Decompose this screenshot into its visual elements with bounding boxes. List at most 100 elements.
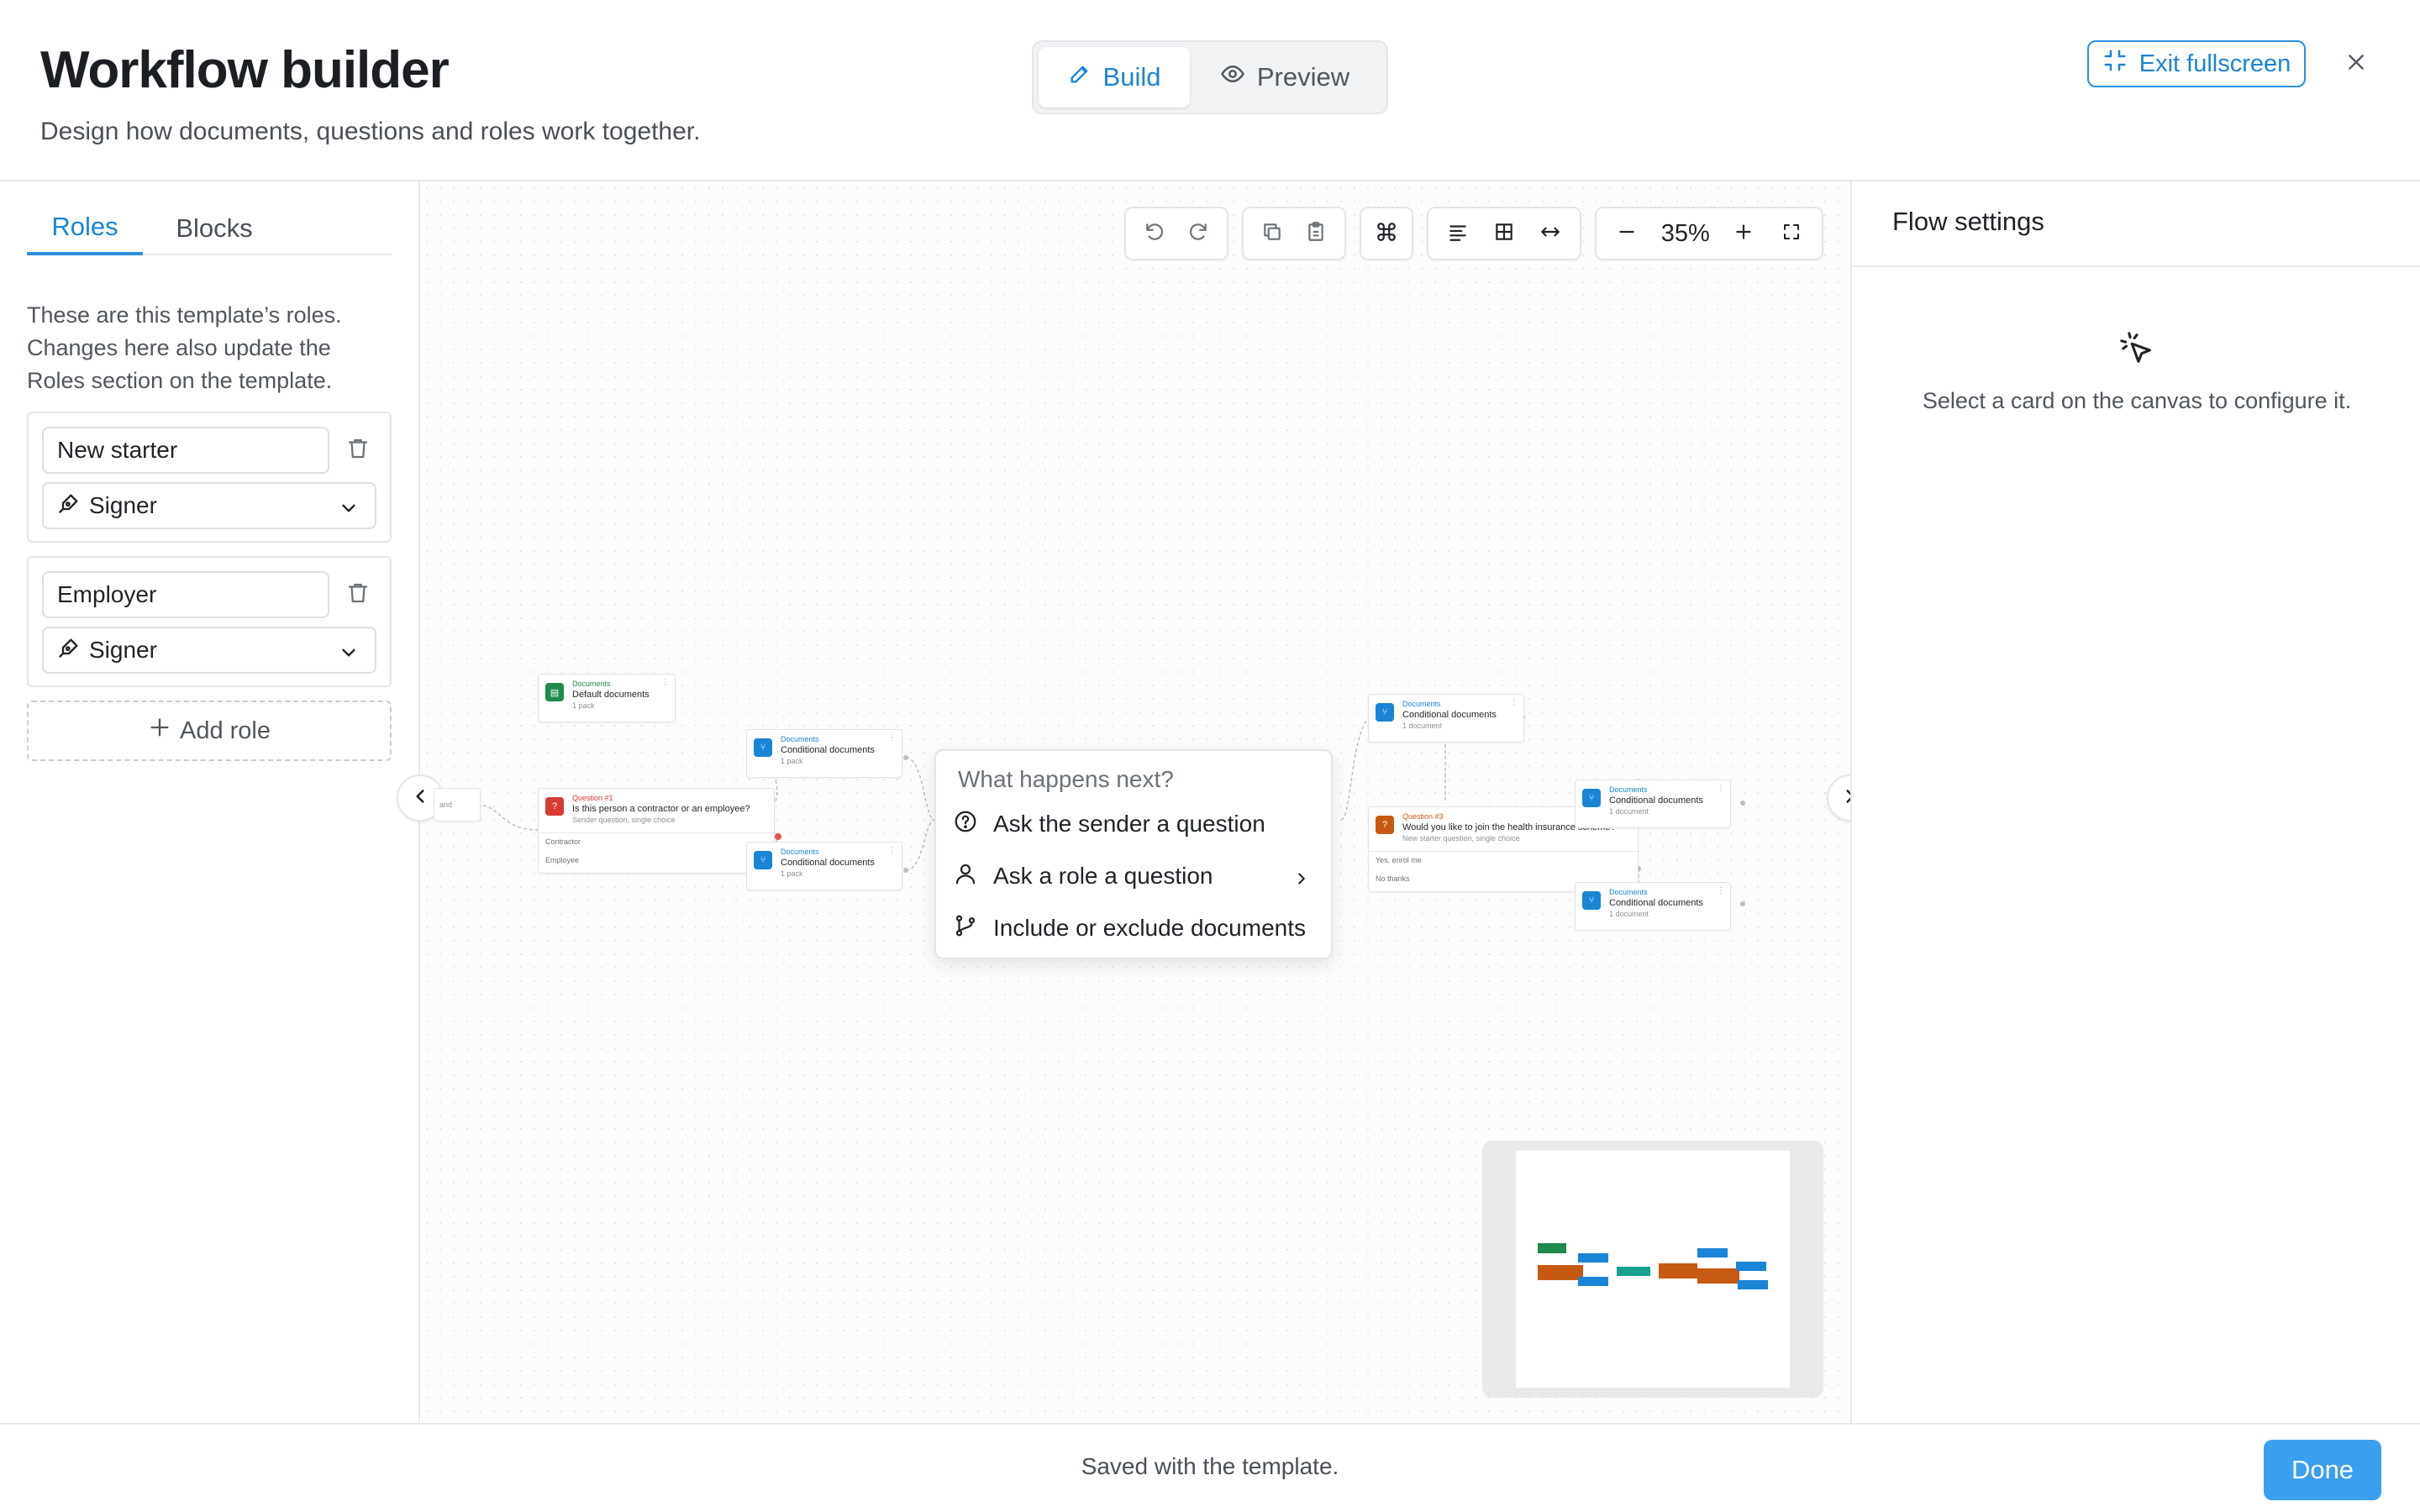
node-subtitle: 1 pack: [781, 869, 803, 878]
minimap-block: [1697, 1268, 1739, 1284]
pencil-icon: [1068, 62, 1092, 92]
page-subtitle: Design how documents, questions and role…: [40, 118, 701, 145]
clipboard-icon: [1305, 221, 1327, 247]
user-icon: [953, 861, 978, 892]
left-panel: Roles Blocks These are this template’s r…: [0, 181, 420, 1423]
branch-icon: ⑂: [1376, 703, 1394, 722]
role-card: New starter Signer: [27, 412, 392, 543]
menu-item-ask-sender[interactable]: Ask the sender a question: [953, 803, 1323, 845]
zoom-out-button[interactable]: [1608, 215, 1645, 252]
more-icon[interactable]: ⋮: [888, 846, 897, 855]
node-subtitle: New starter question, single choice: [1402, 834, 1520, 843]
minimap-viewport: [1516, 1151, 1790, 1388]
menu-item-ask-role[interactable]: Ask a role a question: [953, 855, 1323, 897]
minimap-block: [1659, 1263, 1697, 1278]
node-tag: Question #3: [1402, 812, 1444, 821]
question-circle-icon: [953, 809, 978, 840]
node-subtitle: 1 document: [1609, 910, 1649, 918]
expand-icon: [1781, 222, 1802, 246]
paste-button[interactable]: [1297, 215, 1334, 252]
exit-fullscreen-button[interactable]: Exit fullscreen: [2087, 40, 2306, 87]
close-icon: [2345, 51, 2367, 77]
done-button[interactable]: Done: [2264, 1440, 2381, 1500]
node-tag: Documents: [572, 680, 611, 688]
node-title: Conditional documents: [781, 745, 875, 755]
menu-item-label: Include or exclude documents: [993, 915, 1306, 941]
fit-width-button[interactable]: [1532, 215, 1569, 252]
more-icon[interactable]: ⋮: [1510, 698, 1518, 707]
question-option[interactable]: No thanks: [1376, 874, 1410, 883]
more-icon[interactable]: ⋮: [1717, 784, 1725, 793]
plus-icon: [1733, 221, 1754, 247]
minimap[interactable]: [1482, 1141, 1823, 1398]
build-mode-label: Build: [1102, 62, 1161, 92]
tab-blocks[interactable]: Blocks: [176, 213, 253, 243]
more-icon[interactable]: ⋮: [661, 678, 670, 687]
preview-mode-button[interactable]: Preview: [1190, 47, 1380, 108]
delete-role-button[interactable]: [341, 576, 375, 613]
zoom-in-button[interactable]: [1725, 215, 1762, 252]
role-type-value: Signer: [89, 492, 157, 518]
redo-icon: [1187, 221, 1209, 247]
redo-button[interactable]: [1180, 215, 1217, 252]
minimap-block: [1617, 1267, 1650, 1276]
more-icon[interactable]: ⋮: [1717, 886, 1725, 895]
role-type-select[interactable]: Signer: [42, 627, 376, 674]
delete-role-button[interactable]: [341, 432, 375, 469]
build-mode-button[interactable]: Build: [1039, 47, 1190, 108]
node-tag: Documents: [1402, 700, 1441, 708]
header: Workflow builder Design how documents, q…: [0, 0, 2420, 181]
menu-item-include-documents[interactable]: Include or exclude documents: [953, 907, 1323, 949]
role-name-input[interactable]: Employer: [42, 571, 329, 618]
mode-toggle: Build Preview: [1032, 40, 1388, 114]
role-type-select[interactable]: Signer: [42, 482, 376, 529]
document-node[interactable]: ⑂ Documents Conditional documents 1 docu…: [1575, 780, 1731, 828]
cursor-click-icon: [2118, 329, 2156, 368]
branch-icon: [953, 913, 978, 944]
minimap-block: [1738, 1280, 1768, 1289]
more-icon[interactable]: ⋮: [888, 733, 897, 743]
copy-button[interactable]: [1254, 215, 1291, 252]
minus-icon: [1616, 221, 1638, 247]
close-button[interactable]: [2336, 40, 2376, 87]
node-tag: Question #1: [572, 794, 613, 802]
question-node-1[interactable]: ? Question #1 Is this person a contracto…: [538, 788, 776, 874]
grid-icon: [1493, 221, 1515, 247]
document-node[interactable]: ⑂ Documents Conditional documents 1 pack…: [746, 729, 902, 778]
chevron-down-icon: [338, 497, 360, 525]
workflow-node[interactable]: and: [434, 788, 481, 822]
tab-roles[interactable]: Roles: [27, 202, 143, 255]
flow-settings-panel: Flow settings Select a card on the canva…: [1850, 181, 2420, 1423]
minimap-block: [1697, 1248, 1728, 1257]
trash-icon: [345, 580, 371, 611]
node-tag: Documents: [781, 735, 819, 743]
document-node-default[interactable]: ▤ Documents Default documents 1 pack ⋮: [538, 674, 676, 722]
eye-icon: [1220, 61, 1245, 93]
roles-description: These are this template’s roles. Changes…: [27, 302, 342, 393]
add-role-button[interactable]: Add role: [27, 701, 392, 761]
document-node[interactable]: ⑂ Documents Conditional documents 1 pack…: [746, 842, 902, 890]
history-toolbar: [1124, 207, 1228, 260]
grid-button[interactable]: [1486, 215, 1523, 252]
node-title: Conditional documents: [1609, 795, 1703, 806]
menu-item-label: Ask a role a question: [993, 863, 1213, 889]
question-option[interactable]: Yes, enrol me: [1376, 856, 1422, 864]
add-role-label: Add role: [179, 717, 271, 744]
document-icon: ▤: [545, 683, 564, 701]
undo-button[interactable]: [1136, 215, 1173, 252]
keyboard-shortcuts-button[interactable]: [1368, 215, 1405, 252]
role-name-input[interactable]: New starter: [42, 427, 329, 474]
question-option[interactable]: Employee: [545, 856, 580, 864]
minimize-icon: [2102, 48, 2128, 80]
workflow-canvas[interactable]: 35% and: [397, 181, 1874, 1423]
node-subtitle: 1 document: [1609, 807, 1649, 816]
document-node[interactable]: ⑂ Documents Conditional documents 1 docu…: [1368, 694, 1524, 743]
fullscreen-button[interactable]: [1773, 215, 1810, 252]
document-node[interactable]: ⑂ Documents Conditional documents 1 docu…: [1575, 882, 1731, 931]
question-option[interactable]: Contractor: [545, 837, 581, 846]
menu-title: What happens next?: [958, 766, 1174, 792]
node-subtitle: 1 pack: [781, 757, 803, 765]
node-tag: Documents: [1609, 785, 1648, 794]
branch-icon: ⑂: [754, 851, 772, 869]
align-button[interactable]: [1439, 215, 1476, 252]
